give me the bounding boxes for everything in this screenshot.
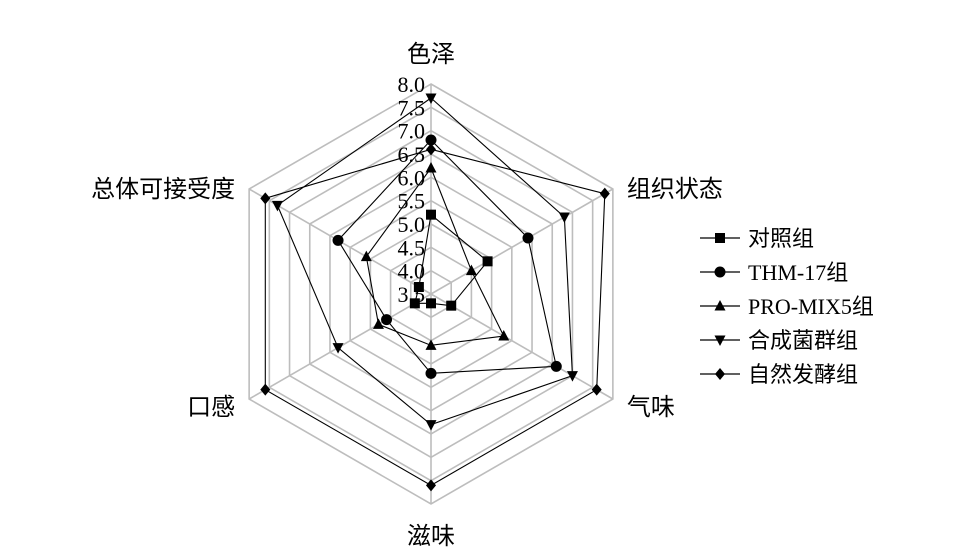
legend-label: 合成菌群组 xyxy=(748,328,858,353)
series-3 xyxy=(271,93,578,431)
legend-label: 自然发酵组 xyxy=(748,362,858,387)
data-point xyxy=(425,134,437,146)
data-point xyxy=(260,383,271,396)
tick-label: 4.5 xyxy=(398,235,426,260)
data-point xyxy=(446,300,457,311)
series-4 xyxy=(260,143,610,492)
legend-label: PRO-MIX5组 xyxy=(748,294,874,319)
radial-tick-labels: 3.54.04.55.05.56.06.57.07.58.0 xyxy=(398,72,426,307)
axis-label: 总体可接受度 xyxy=(91,175,235,203)
data-point xyxy=(558,212,570,223)
data-point xyxy=(425,420,437,431)
data-point xyxy=(413,282,424,292)
data-point xyxy=(360,250,372,262)
legend-marker xyxy=(715,233,725,243)
legend-item: THM-17组 xyxy=(700,260,848,285)
tick-label: 5.5 xyxy=(398,189,426,214)
tick-label: 7.0 xyxy=(398,119,426,144)
series-0 xyxy=(409,209,493,311)
tick-label: 8.0 xyxy=(398,72,426,97)
legend-item: 对照组 xyxy=(700,226,814,251)
series-layer xyxy=(260,93,610,492)
axis-label: 滋味 xyxy=(407,522,455,550)
data-point xyxy=(332,343,344,354)
data-point xyxy=(599,187,610,200)
data-point xyxy=(426,298,436,309)
legend-marker xyxy=(715,368,725,380)
data-point xyxy=(566,371,578,382)
tick-label: 4.0 xyxy=(398,259,426,284)
data-point xyxy=(372,318,384,329)
axis-label: 色泽 xyxy=(407,40,455,68)
data-point xyxy=(425,339,437,350)
data-point xyxy=(425,162,437,173)
spoke-1 xyxy=(430,188,614,295)
data-point xyxy=(425,367,437,379)
axis-label: 组织状态 xyxy=(627,175,723,203)
data-point xyxy=(465,264,477,276)
series-line xyxy=(264,148,606,486)
tick-label: 6.0 xyxy=(398,165,426,190)
data-point xyxy=(426,143,436,156)
data-point xyxy=(550,360,562,372)
legend-marker xyxy=(714,335,726,346)
data-point xyxy=(426,479,436,492)
legend-item: PRO-MIX5组 xyxy=(700,294,874,319)
series-1 xyxy=(332,134,562,379)
tick-label: 6.5 xyxy=(398,142,426,167)
legend-label: 对照组 xyxy=(748,226,814,251)
data-point xyxy=(482,256,493,267)
axis-label: 气味 xyxy=(627,393,675,421)
data-point xyxy=(271,200,283,212)
tick-label: 5.0 xyxy=(398,212,426,237)
legend-item: 合成菌群组 xyxy=(700,328,858,353)
spoke-2 xyxy=(430,293,614,400)
data-point xyxy=(332,234,344,246)
data-point xyxy=(409,298,420,309)
axis-label: 口感 xyxy=(187,393,235,421)
data-point xyxy=(426,209,436,220)
data-point xyxy=(498,330,510,341)
legend-item: 自然发酵组 xyxy=(700,362,858,387)
data-point xyxy=(381,314,393,326)
legend-label: THM-17组 xyxy=(748,260,848,285)
data-point xyxy=(425,93,437,104)
data-point xyxy=(522,232,534,244)
data-point xyxy=(591,383,602,396)
legend-marker xyxy=(714,300,726,311)
legend-marker xyxy=(714,266,726,278)
series-2 xyxy=(360,162,510,350)
data-point xyxy=(260,192,271,205)
tick-label: 7.5 xyxy=(398,95,426,120)
